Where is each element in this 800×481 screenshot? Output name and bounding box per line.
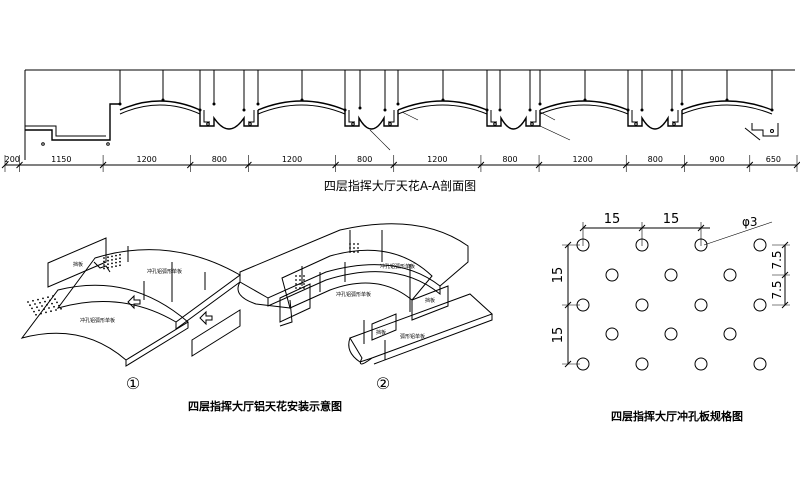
- perf-caption: 四层指挥大厅冲孔板规格图: [611, 409, 743, 423]
- ceiling-wave: [119, 100, 201, 111]
- perf-right-dim-1: 7.5: [770, 250, 784, 269]
- perforated-plate-spec: 15 15 φ3 15 15 7.5 7.5: [551, 212, 790, 371]
- label-p2-side-b: 挡板: [376, 329, 386, 336]
- perforation-hole: [694, 357, 708, 371]
- dimension-label: 1200: [282, 155, 302, 164]
- perforation-hole: [635, 298, 649, 312]
- perforation-hole: [694, 298, 708, 312]
- perforation-hole: [635, 357, 649, 371]
- dimension-label: 800: [357, 155, 372, 164]
- perforation-hole: [694, 238, 708, 252]
- perf-left-dim-2: 15: [551, 327, 566, 344]
- dimension-label: 900: [709, 155, 724, 164]
- label-p1-small-panel: 挡板: [73, 261, 83, 268]
- perforation-hole: [723, 268, 737, 282]
- perf-top-dim-1: 15: [604, 212, 621, 227]
- dimension-label: 200: [5, 155, 20, 164]
- perforation-hole: [753, 357, 767, 371]
- perforation-hole: [635, 238, 649, 252]
- perforation-hole: [605, 268, 619, 282]
- perforation-hole: [753, 238, 767, 252]
- label-p1-curved-a: 冲孔铝弧形单板: [147, 268, 182, 275]
- label-p2-bottom: 弧形铝单板: [400, 333, 425, 340]
- label-p2-side-a: 挡板: [425, 297, 435, 304]
- perforation-hole: [605, 327, 619, 341]
- perforation-hole: [576, 357, 590, 371]
- perforation-hole: [664, 268, 678, 282]
- section-title: 四层指挥大厅天花A-A剖面图: [324, 178, 476, 193]
- perf-top-dim-2: 15: [663, 212, 680, 227]
- ceiling-trough: [486, 110, 541, 130]
- dimension-label: 650: [766, 155, 781, 164]
- perforation-hole: [576, 238, 590, 252]
- dimension-label: 1200: [572, 155, 592, 164]
- perf-left-dim-1: 15: [551, 267, 566, 284]
- label-p2-panel-b: 冲孔铝弧形单板: [336, 291, 371, 298]
- dimension-label: 800: [502, 155, 517, 164]
- install-diagram-2: 冲孔铝弧形单板 冲孔铝弧形单板 挡板 挡板 弧形铝单板 ②: [237, 223, 493, 393]
- ceiling-trough: [344, 110, 399, 130]
- dimension-label: 800: [212, 155, 227, 164]
- perf-right-dim-2: 7.5: [770, 280, 784, 299]
- perforation-hole: [753, 298, 767, 312]
- ceiling-trough: [199, 110, 259, 130]
- dimension-label: 1200: [137, 155, 157, 164]
- ceiling-trough: [627, 110, 683, 130]
- label-p2-panel-a: 冲孔铝弧形单板: [380, 263, 415, 270]
- marker-1: ①: [126, 374, 140, 393]
- marker-2: ②: [376, 374, 390, 393]
- dimension-label: 800: [648, 155, 663, 164]
- perforation-hole: [723, 327, 737, 341]
- perf-diameter: φ3: [742, 215, 758, 229]
- dimension-label: 1200: [427, 155, 447, 164]
- section-a-a: 200 1150 1200 800 1200 800 1200 800 1200 800 900 65…: [1, 69, 800, 193]
- install-diagram-1: 挡板 冲孔铝弧形单板 冲孔铝弧形单板 ①: [20, 237, 241, 393]
- perforation-hole: [664, 327, 678, 341]
- dimension-label: 1150: [51, 155, 71, 164]
- install-caption: 四层指挥大厅铝天花安装示意图: [188, 399, 342, 413]
- perforation-hole: [576, 298, 590, 312]
- label-p1-curved-b: 冲孔铝弧形单板: [80, 317, 115, 324]
